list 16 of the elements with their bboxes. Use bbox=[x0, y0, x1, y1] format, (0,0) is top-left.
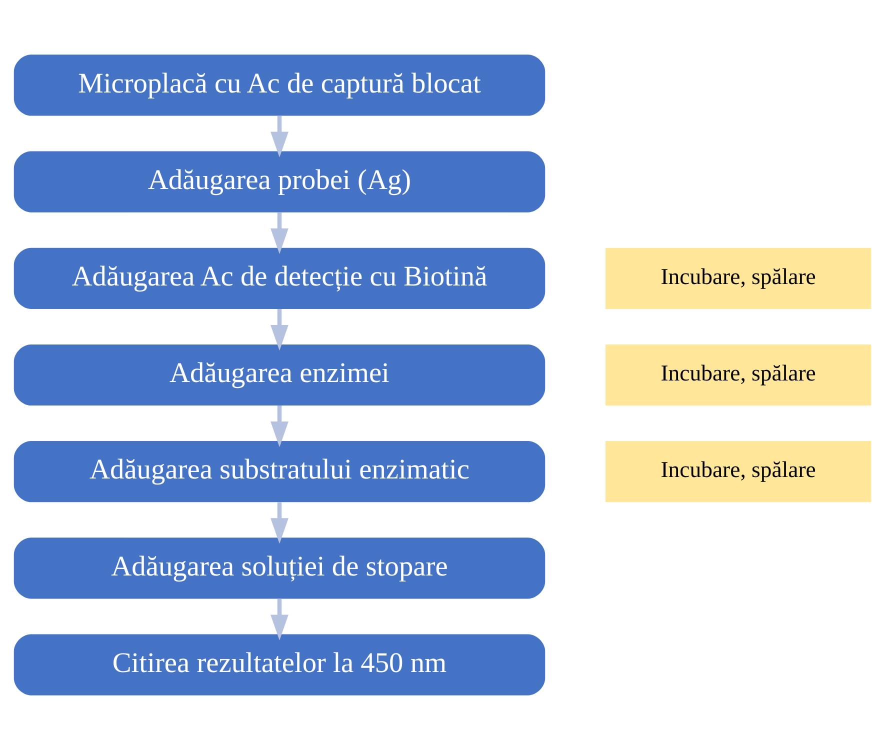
arrow bbox=[270, 212, 288, 254]
node-box: Citirea rezultatelor la 450 nm bbox=[14, 634, 546, 695]
node-box: Adăugarea probei (Ag) bbox=[14, 150, 546, 212]
arrow bbox=[270, 405, 288, 447]
node-box: Microplacă cu Ac de captură blocat bbox=[14, 54, 546, 116]
node-box: Adăugarea substratului enzimatic bbox=[14, 440, 546, 502]
node-box: Adăugarea soluției de stopare bbox=[14, 537, 546, 598]
node-box: Adăugarea enzimei bbox=[14, 344, 546, 406]
arrow bbox=[270, 598, 288, 640]
node-box: Incubare, spălare bbox=[606, 440, 872, 502]
arrow bbox=[270, 308, 288, 350]
node-box: Incubare, spălare bbox=[606, 344, 872, 406]
arrow bbox=[270, 115, 288, 157]
arrow bbox=[270, 502, 288, 544]
node-box: Incubare, spălare bbox=[606, 247, 872, 308]
node-box: Adăugarea Ac de detecție cu Biotină bbox=[14, 247, 546, 308]
